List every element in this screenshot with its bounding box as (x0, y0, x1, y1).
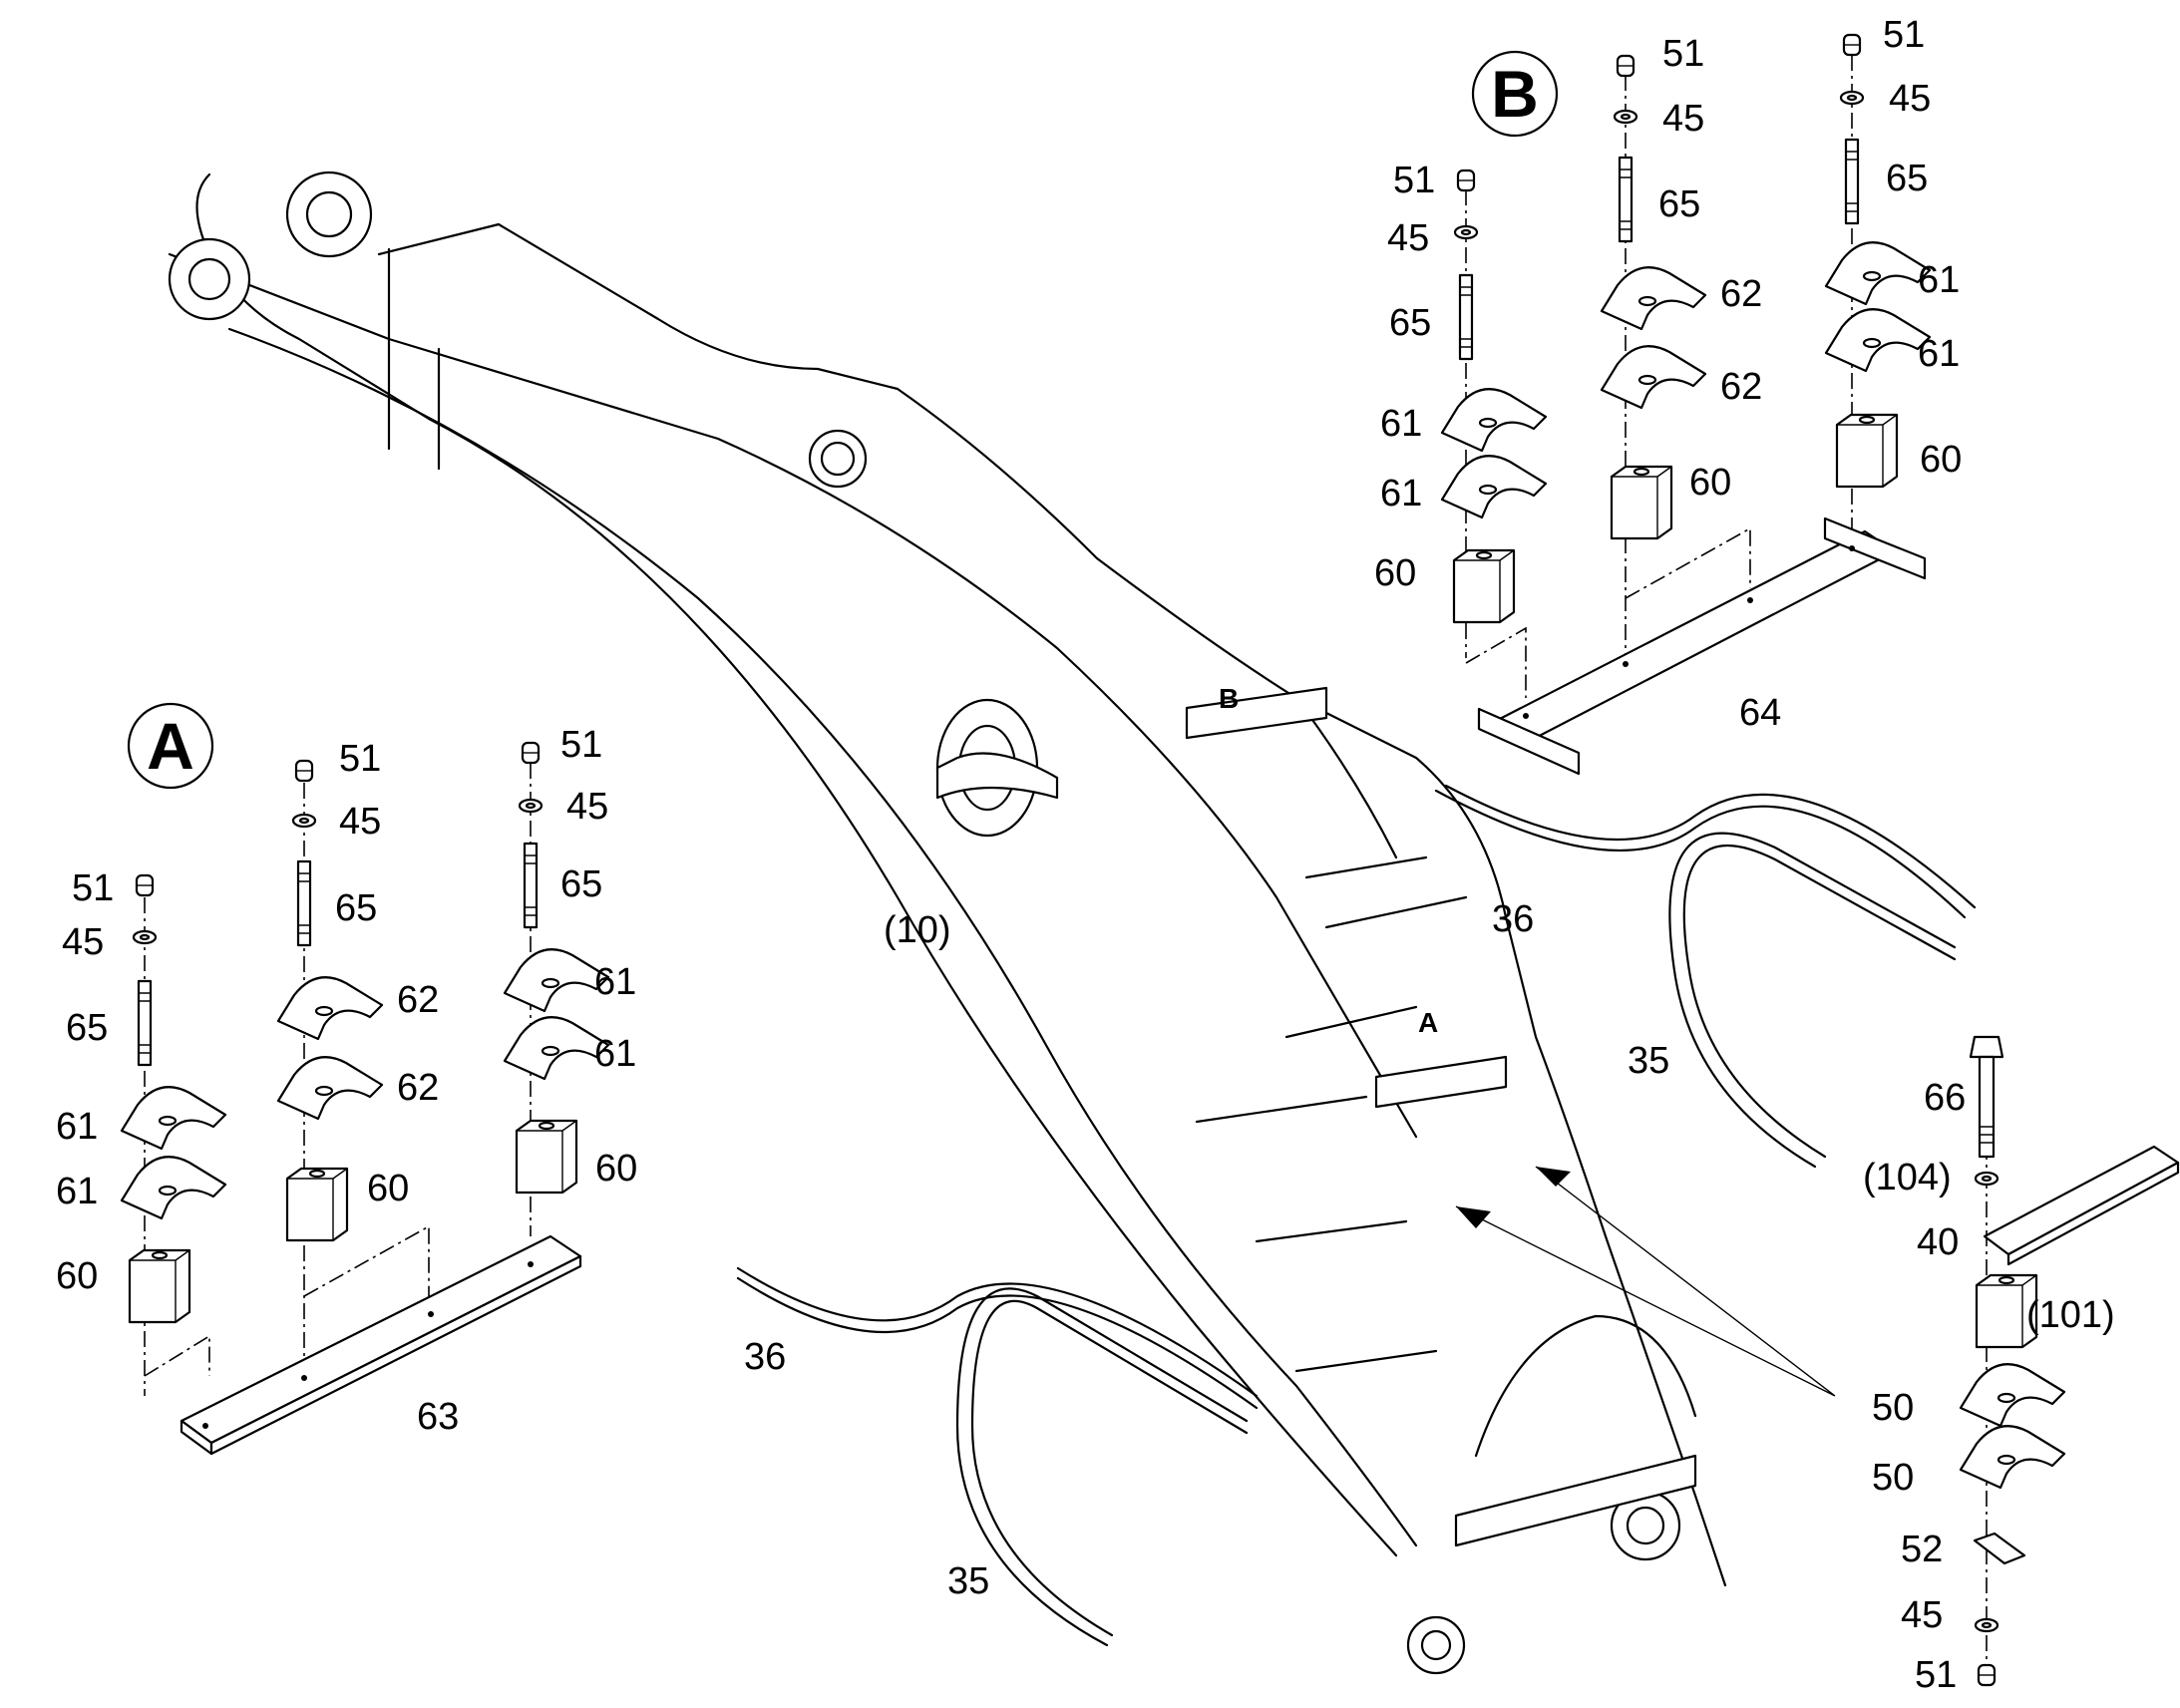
bolt-66 (1969, 1035, 2004, 1159)
b-c3-65: 65 (1886, 158, 1928, 199)
a-c2-65: 65 (335, 887, 377, 929)
detail-b: B 51 45 65 61 61 60 51 45 (1374, 14, 1962, 776)
strap-52 (1973, 1532, 2026, 1565)
b-c1-45: 45 (1387, 217, 1429, 259)
callout-a: A (147, 709, 194, 783)
detail-a-column-3 (503, 741, 610, 1236)
a-c3-51: 51 (560, 724, 602, 766)
b-c2-62b: 62 (1720, 366, 1762, 408)
a-c1-51: 51 (72, 867, 114, 909)
pipe-label-left-36: 36 (744, 1336, 786, 1378)
callout-b: B (1491, 57, 1539, 131)
c-51: 51 (1915, 1654, 1957, 1696)
b-c1-60: 60 (1374, 552, 1416, 594)
c-45: 45 (1901, 1594, 1943, 1636)
b-c3-61a: 61 (1918, 259, 1960, 301)
b-c2-65: 65 (1658, 183, 1700, 225)
a-c2-45: 45 (339, 801, 381, 843)
pipe-label-left-35: 35 (947, 1560, 989, 1602)
b-c2-45: 45 (1662, 98, 1704, 140)
detail-b-column-2 (1600, 54, 1707, 658)
a-c3-61a: 61 (594, 961, 636, 1003)
a-c1-65: 65 (66, 1007, 108, 1049)
pipes-right (1434, 784, 1977, 1169)
b-c2-60: 60 (1689, 462, 1731, 504)
pipes-left (736, 1266, 1259, 1647)
c-40: 40 (1917, 1221, 1959, 1263)
boom-mark-a: A (1418, 1007, 1438, 1038)
pipe-label-right-36: 36 (1492, 898, 1534, 940)
a-c3-65: 65 (560, 863, 602, 905)
c-52: 52 (1901, 1529, 1943, 1570)
detail-a-base-plate (180, 1234, 582, 1456)
a-base-63: 63 (417, 1396, 459, 1438)
a-c1-61a: 61 (56, 1106, 98, 1148)
c-50a: 50 (1872, 1387, 1914, 1429)
a-c2-62a: 62 (397, 979, 439, 1021)
a-c3-60: 60 (595, 1148, 637, 1190)
detail-b-base-plate (1477, 516, 1927, 776)
detail-a-column-2 (276, 759, 384, 1366)
b-c3-60: 60 (1920, 439, 1962, 481)
a-c1-61b: 61 (56, 1171, 98, 1212)
detail-a-column-1 (120, 873, 227, 1396)
boom-structure (168, 171, 1727, 1675)
pipe-label-right-35: 35 (1628, 1040, 1669, 1082)
plate-40 (1983, 1145, 2180, 1266)
a-c1-60: 60 (56, 1255, 98, 1297)
a-c3-61b: 61 (594, 1033, 636, 1075)
c-66: 66 (1924, 1077, 1966, 1119)
a-c2-60: 60 (367, 1168, 409, 1209)
callout-circle-a (127, 702, 214, 790)
c-104: (104) (1863, 1157, 1952, 1198)
detail-a: A 51 45 65 61 61 60 51 45 (56, 702, 637, 1456)
boom-label: (10) (884, 909, 951, 951)
a-c1-45: 45 (62, 921, 104, 963)
b-c1-65: 65 (1389, 302, 1431, 344)
b-c2-51: 51 (1662, 33, 1704, 75)
b-c3-51: 51 (1883, 14, 1925, 56)
b-c1-61b: 61 (1380, 473, 1422, 514)
c-101: (101) (2026, 1294, 2115, 1336)
detail-c: 66 (104) 40 (101) 50 50 52 45 51 (1863, 1035, 2180, 1696)
b-c1-51: 51 (1393, 160, 1435, 201)
boom-mark-b: B (1219, 683, 1239, 714)
b-base-64: 64 (1739, 692, 1781, 734)
a-c3-45: 45 (566, 786, 608, 828)
detail-b-column-1 (1440, 169, 1548, 658)
b-c2-62a: 62 (1720, 273, 1762, 315)
a-c2-51: 51 (339, 738, 381, 780)
b-c1-61a: 61 (1380, 403, 1422, 445)
callout-circle-b (1471, 50, 1559, 138)
b-c3-61b: 61 (1918, 333, 1960, 375)
a-c2-62b: 62 (397, 1067, 439, 1109)
b-c3-45: 45 (1889, 78, 1931, 120)
detail-b-column-3 (1824, 33, 1932, 538)
c-50b: 50 (1872, 1457, 1914, 1499)
